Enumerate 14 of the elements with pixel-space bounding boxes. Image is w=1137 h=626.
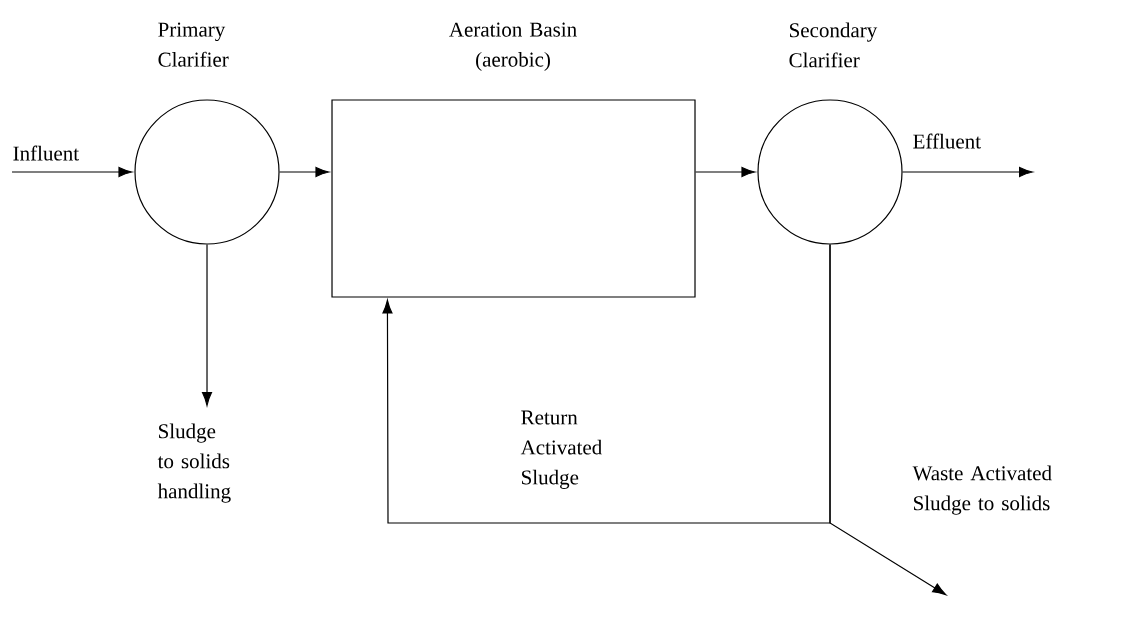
node-label: Secondary Clarifier [789, 22, 878, 68]
edge-label: Waste Activated Sludge to solids [912, 465, 1052, 515]
node-label: Aeration Basin (aerobic) [449, 22, 577, 71]
edge-label: Effluent [913, 133, 981, 149]
arrow [201, 244, 213, 406]
arrow [902, 166, 1033, 178]
arrow [829, 244, 947, 596]
arrow [695, 166, 756, 178]
arrow [279, 166, 330, 178]
edge-label: Return Activated Sludge [520, 410, 602, 489]
edge-label: Sludge to solids handling [157, 423, 231, 503]
node-label: Primary Clarifier [158, 22, 229, 67]
arrow [11, 166, 133, 178]
edge-label: Influent [13, 145, 79, 161]
